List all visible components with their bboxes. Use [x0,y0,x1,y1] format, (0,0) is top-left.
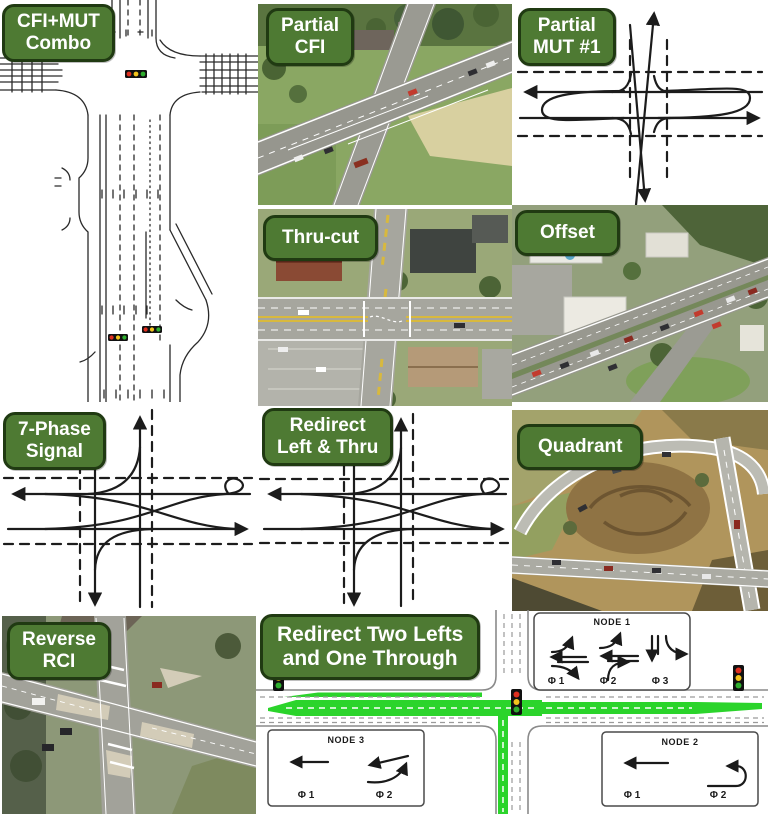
traffic-signal-icon [511,689,522,715]
cfi-mut-combo-diagram [0,0,258,402]
node3-inset: NODE 3 Φ 1 Φ 2 [267,729,425,807]
badge-line: Redirect Two Lefts [277,623,464,646]
node3-phase-2: Φ 2 [376,790,393,801]
panel-reverse-rci: Reverse RCI [2,616,256,814]
reverse-rci-photo [2,616,256,814]
panel-seven-phase-signal: 7-Phase Signal [0,402,256,610]
panel-redirect-left-thru: Redirect Left & Thru [256,406,512,610]
panel-thru-cut: Thru-cut [258,209,512,406]
partial-mut-1-diagram [516,11,764,205]
green-lane-markings [268,692,762,814]
node2-inset: NODE 2 Φ 1 Φ 2 [601,731,759,807]
badge-line: Signal [25,440,83,462]
badge-line: Redirect [289,415,366,436]
node1-phase-2: Φ 2 [600,676,617,687]
node2-phase-1: Φ 1 [624,790,641,801]
node1-inset: NODE 1 Φ 1 Φ 2 Φ 3 [533,612,691,691]
redirect-two-lefts-diagram: NODE 1 Φ 1 Φ 2 Φ 3 NODE 3 [256,610,768,814]
panel-partial-cfi: Partial CFI [258,4,512,205]
panel-redirect-two-lefts: Redirect Two Lefts and One Through [256,610,768,814]
node1-title: NODE 1 [593,617,630,627]
label-badge-redirect-two-lefts: Redirect Two Lefts and One Through [260,614,481,681]
redirect-left-thru-diagram [258,412,510,608]
badge-line: Partial [281,15,340,36]
panel-partial-mut-1: Partial MUT #1 [512,0,768,205]
badge-line: Partial [537,15,596,36]
badge-line: CFI [294,36,326,58]
label-badge-partial-mut-1: Partial MUT #1 [518,8,616,66]
label-badge-cfi-mut-combo: CFI+MUT Combo [2,4,115,62]
badge-line: MUT #1 [533,36,601,58]
seven-phase-signal-diagram [2,408,254,609]
badge-line: Offset [540,222,595,243]
traffic-signal-icon [108,334,128,341]
label-badge-reverse-rci: Reverse RCI [7,622,111,680]
badge-line: RCI [42,650,76,672]
node1-phase-3: Φ 3 [652,676,669,687]
badge-line: and One Through [282,647,458,671]
traffic-signal-icon [733,665,744,691]
panel-cfi-mut-combo: CFI+MUT Combo [0,0,258,402]
node2-phase-2: Φ 2 [710,790,727,801]
badge-line: Quadrant [538,436,623,457]
label-badge-thru-cut: Thru-cut [263,215,379,261]
badge-line: Reverse [22,629,96,650]
badge-line: Thru-cut [282,227,360,248]
node1-phase-1: Φ 1 [548,676,565,687]
label-badge-seven-phase-signal: 7-Phase Signal [3,412,106,470]
panel-quadrant: Quadrant [512,410,768,611]
traffic-signal-icon [125,70,147,78]
node3-phase-1: Φ 1 [298,790,315,801]
badge-line: Left & Thru [277,436,379,458]
label-badge-quadrant: Quadrant [517,424,644,470]
node2-title: NODE 2 [661,737,698,747]
badge-line: Combo [25,32,92,54]
label-badge-offset: Offset [515,210,620,256]
traffic-signal-icon [142,326,162,333]
badge-line: CFI+MUT [17,11,100,32]
panel-offset: Offset [512,205,768,402]
badge-line: 7-Phase [18,419,91,440]
node3-title: NODE 3 [327,735,364,745]
label-badge-redirect-left-thru: Redirect Left & Thru [262,408,394,466]
label-badge-partial-cfi: Partial CFI [266,8,355,66]
